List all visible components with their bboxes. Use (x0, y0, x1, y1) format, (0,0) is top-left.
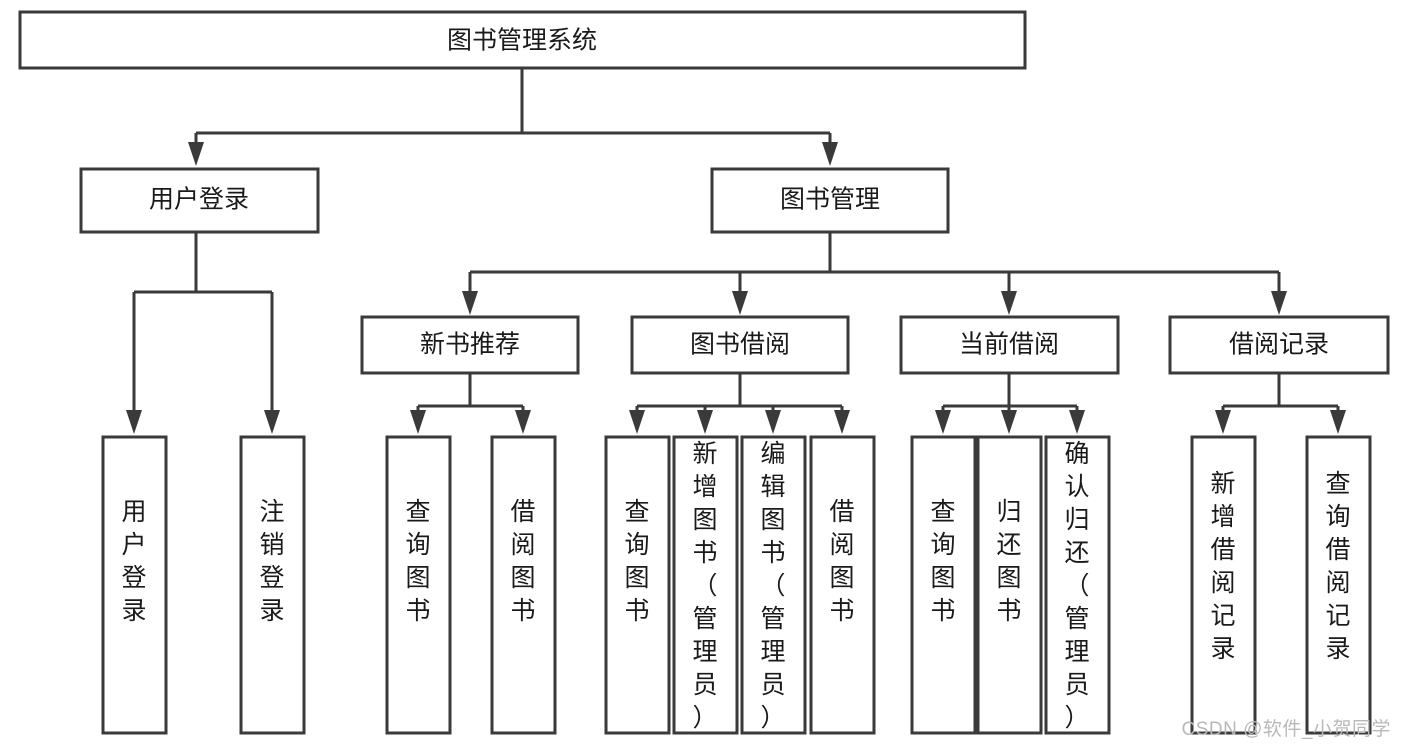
node-leaf-logout-box[interactable] (239, 435, 306, 735)
node-leaf-return-book-label: 归还图书 (996, 498, 1021, 625)
node-leaf-logout-label: 注销登录 (259, 498, 284, 625)
arrow-head-leaf-query-book-3 (935, 410, 951, 434)
arrow-head-leaf-add-book (697, 410, 713, 434)
node-leaf-edit-book[interactable]: 编辑图书（管理员） (740, 435, 807, 735)
arrow-head-leaf-query-book-2 (629, 410, 645, 434)
node-leaf-borrow-book-1[interactable]: 借阅图书 (490, 435, 557, 735)
node-root-label: 图书管理系统 (447, 27, 597, 55)
arrow-head-leaf-confirm-return (1069, 410, 1085, 434)
node-leaf-borrow-book-1-box[interactable] (490, 435, 557, 735)
node-leaf-borrow-book-2-label: 借阅图书 (829, 498, 854, 625)
connector-group-book-manage (462, 232, 1287, 315)
arrow-head-leaf-borrow-book-1 (515, 410, 531, 434)
node-borrow-record-label: 借阅记录 (1229, 331, 1329, 359)
node-leaf-query-book-1-box[interactable] (385, 435, 452, 735)
node-leaf-query-book-2-label: 查询图书 (624, 498, 649, 625)
node-borrow-record-box[interactable] (1168, 315, 1390, 375)
node-leaf-add-book-label: 新增图书（管理员） (692, 440, 717, 732)
node-user-login-label: 用户登录 (149, 186, 249, 214)
node-new-book-rec-label: 新书推荐 (420, 331, 520, 359)
arrow-head-leaf-edit-book (765, 410, 781, 434)
connector-group-current-borrow (935, 373, 1085, 434)
connector-group-borrow-record (1215, 373, 1346, 434)
node-book-borrow-label: 图书借阅 (690, 331, 790, 359)
node-leaf-query-record-label: 查询借阅记录 (1325, 470, 1350, 663)
arrow-head-borrow-record (1271, 291, 1287, 315)
node-leaf-query-book-1[interactable]: 查询图书 (385, 435, 452, 735)
arrow-head-new-book-rec (462, 291, 478, 315)
arrow-head-user-login (188, 142, 204, 166)
node-leaf-query-book-3[interactable]: 查询图书 (910, 435, 977, 735)
arrow-head-leaf-user-login (126, 410, 142, 434)
node-leaf-confirm-return[interactable]: 确认归还（管理员） (1044, 435, 1111, 735)
node-leaf-return-book-box[interactable] (976, 435, 1043, 735)
arrow-head-leaf-add-record (1215, 410, 1231, 434)
node-leaf-query-book-3-label: 查询图书 (930, 498, 955, 625)
node-current-borrow[interactable]: 当前借阅 (899, 315, 1120, 375)
node-leaf-edit-book-box[interactable] (740, 435, 807, 735)
node-new-book-rec[interactable]: 新书推荐 (360, 315, 580, 375)
node-book-manage-label: 图书管理 (780, 186, 880, 214)
node-leaf-borrow-book-1-label: 借阅图书 (510, 498, 535, 625)
node-leaf-add-record-label: 新增借阅记录 (1210, 470, 1235, 663)
node-leaf-query-book-2[interactable]: 查询图书 (604, 435, 671, 735)
arrow-head-leaf-borrow-book-2 (834, 410, 850, 434)
node-leaf-borrow-book-2-box[interactable] (809, 435, 876, 735)
node-leaf-return-book[interactable]: 归还图书 (976, 435, 1043, 735)
arrow-head-current-borrow (1001, 291, 1017, 315)
connector-group-book-borrow (629, 373, 850, 434)
node-leaf-user-login-label: 用户登录 (121, 498, 146, 625)
node-leaf-logout[interactable]: 注销登录 (239, 435, 306, 735)
node-current-borrow-box[interactable] (899, 315, 1120, 375)
node-book-manage[interactable]: 图书管理 (710, 167, 950, 234)
node-book-borrow-box[interactable] (630, 315, 850, 375)
node-leaf-user-login-box[interactable] (101, 435, 168, 735)
arrow-head-book-manage (822, 142, 838, 166)
node-book-manage-box[interactable] (710, 167, 950, 234)
node-borrow-record[interactable]: 借阅记录 (1168, 315, 1390, 375)
node-leaf-user-login[interactable]: 用户登录 (101, 435, 168, 735)
arrow-head-leaf-query-book-1 (410, 410, 426, 434)
connector-group-root (188, 68, 838, 166)
node-leaf-query-record-box[interactable] (1305, 435, 1372, 735)
connector-group-new-book-rec (410, 373, 531, 434)
node-leaf-borrow-book-2[interactable]: 借阅图书 (809, 435, 876, 735)
node-leaf-add-book-box[interactable] (672, 435, 739, 735)
connector-group-user-login (126, 232, 280, 434)
node-leaf-confirm-return-box[interactable] (1044, 435, 1111, 735)
arrow-head-leaf-logout (264, 410, 280, 434)
node-root[interactable]: 图书管理系统 (18, 10, 1027, 70)
node-new-book-rec-box[interactable] (360, 315, 580, 375)
arrow-head-leaf-return-book (1001, 410, 1017, 434)
node-leaf-query-record[interactable]: 查询借阅记录 (1305, 435, 1372, 735)
node-current-borrow-label: 当前借阅 (959, 331, 1059, 359)
node-user-login[interactable]: 用户登录 (79, 167, 320, 234)
arrow-head-leaf-query-record (1330, 410, 1346, 434)
node-book-borrow[interactable]: 图书借阅 (630, 315, 850, 375)
node-leaf-query-book-2-box[interactable] (604, 435, 671, 735)
node-user-login-box[interactable] (79, 167, 320, 234)
node-leaf-query-book-3-box[interactable] (910, 435, 977, 735)
node-leaf-query-book-1-label: 查询图书 (405, 498, 430, 625)
arrow-head-book-borrow (732, 291, 748, 315)
node-leaf-confirm-return-label: 确认归还（管理员） (1064, 440, 1089, 732)
node-leaf-edit-book-label: 编辑图书（管理员） (760, 440, 785, 732)
node-root-box[interactable] (18, 10, 1027, 70)
node-leaf-add-record[interactable]: 新增借阅记录 (1190, 435, 1257, 735)
node-leaf-add-record-box[interactable] (1190, 435, 1257, 735)
node-leaf-add-book[interactable]: 新增图书（管理员） (672, 435, 739, 735)
